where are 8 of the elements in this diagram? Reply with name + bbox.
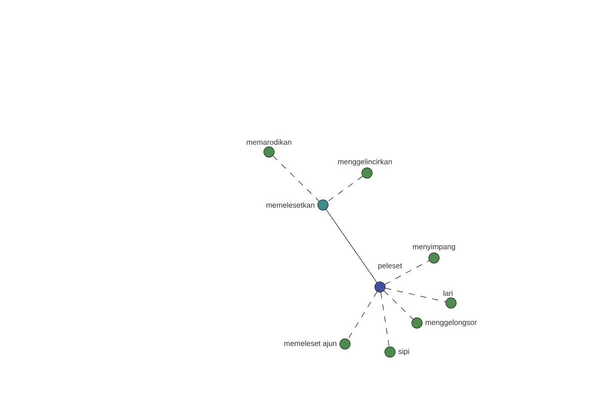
connector-line	[380, 292, 390, 347]
connector-line	[327, 176, 363, 202]
connector-line	[384, 290, 414, 320]
connector-line	[326, 209, 378, 283]
connector-line	[272, 156, 320, 202]
connector-line	[385, 288, 446, 302]
connector-line	[384, 260, 430, 285]
connector-line	[348, 291, 378, 340]
